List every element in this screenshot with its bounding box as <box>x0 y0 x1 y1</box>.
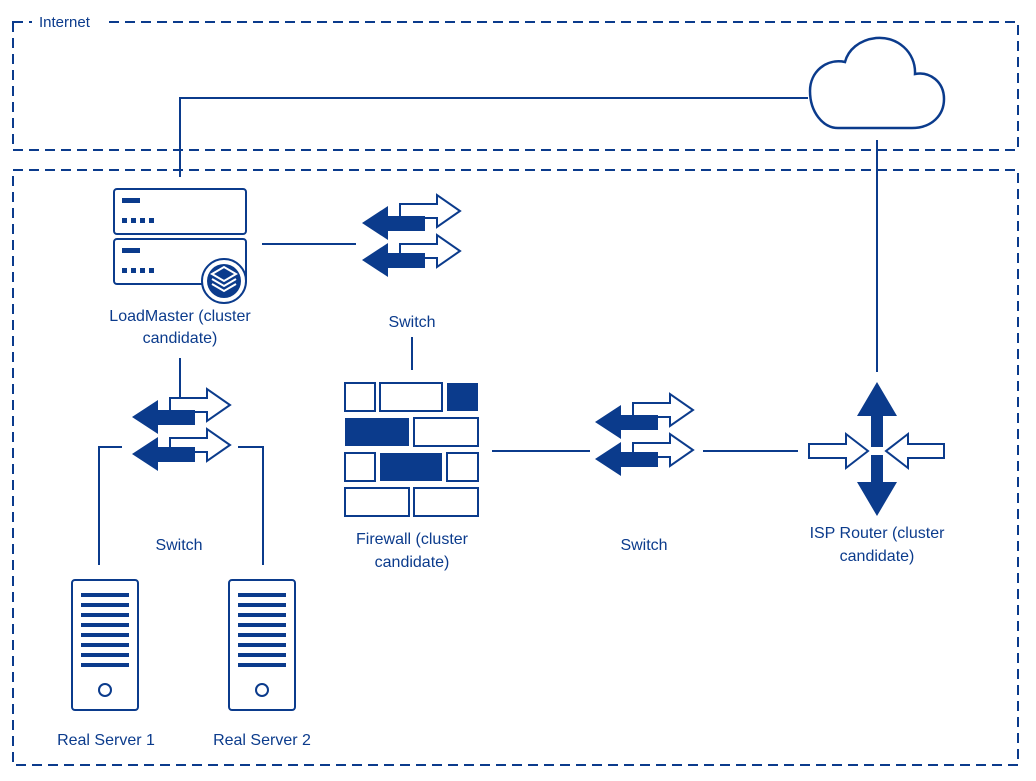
loadmaster-label-line-2: candidate) <box>143 330 218 347</box>
switch-top-node: Switch <box>361 194 461 331</box>
switch-top-label: Switch <box>388 314 435 331</box>
firewall-icon <box>344 382 479 517</box>
switch-icon <box>594 393 694 477</box>
server-stack-icon <box>113 188 247 304</box>
firewall-label-line-2: candidate) <box>375 554 450 571</box>
link-switch-left-server-1 <box>98 446 122 565</box>
internet-zone: Internet <box>12 12 1019 151</box>
switch-left-node: Switch <box>131 388 231 554</box>
internet-zone-label: Internet <box>39 14 91 31</box>
link-switch-left-server-2 <box>238 446 264 565</box>
switch-icon <box>131 388 231 472</box>
real-server-1-node: Real Server 1 <box>57 579 155 749</box>
firewall-label: Firewall (cluster <box>356 531 469 548</box>
isp-router-node: ISP Router (cluster candidate) <box>808 382 946 565</box>
real-server-2-node: Real Server 2 <box>213 579 311 749</box>
link-loadmaster-cloud <box>179 97 808 177</box>
router-icon <box>808 382 945 516</box>
connections <box>98 97 878 565</box>
switch-icon <box>361 194 461 278</box>
isp-router-label-line-2: candidate) <box>840 548 915 565</box>
loadmaster-label: LoadMaster (cluster <box>109 308 251 325</box>
switch-mid-node: Switch <box>594 393 694 554</box>
loadmaster-badge-icon <box>201 258 247 304</box>
real-server-2-label: Real Server 2 <box>213 732 311 749</box>
local-network-zone <box>12 169 1019 766</box>
tower-server-icon <box>71 579 139 711</box>
firewall-node: Firewall (cluster candidate) <box>344 382 479 571</box>
switch-mid-label: Switch <box>620 537 667 554</box>
isp-router-label: ISP Router (cluster <box>810 525 946 542</box>
tower-server-icon <box>228 579 296 711</box>
cloud-icon <box>808 36 946 130</box>
loadmaster-node: LoadMaster (cluster candidate) <box>109 188 251 347</box>
switch-left-label: Switch <box>155 537 202 554</box>
real-server-1-label: Real Server 1 <box>57 732 155 749</box>
